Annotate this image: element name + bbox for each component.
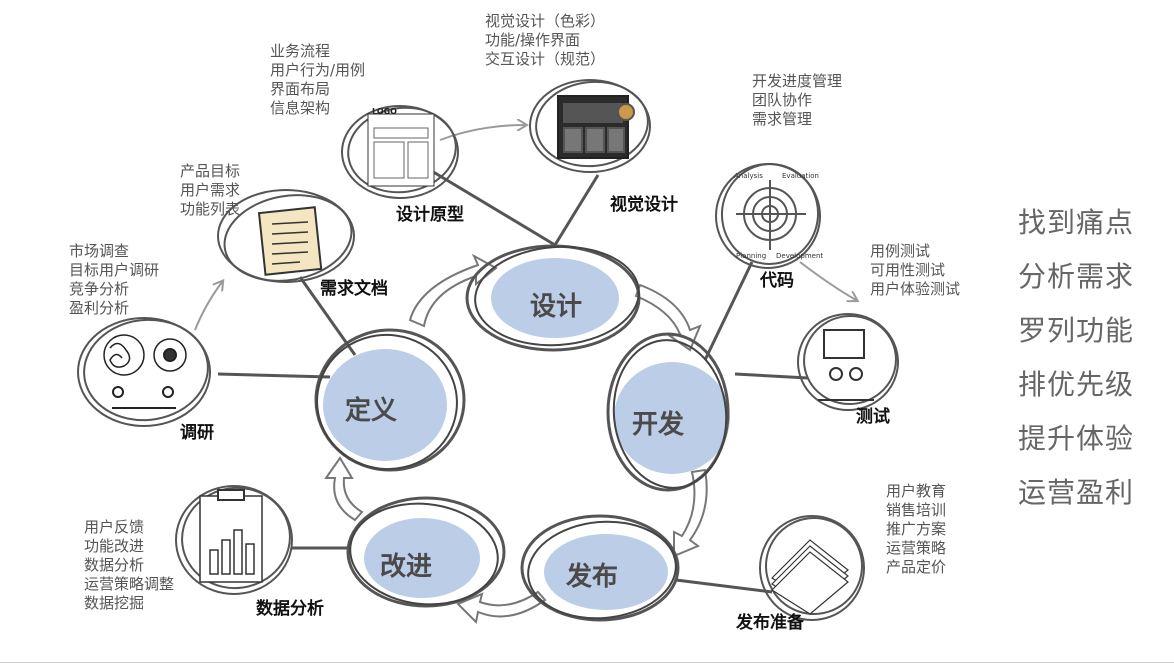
goal-item: 找到痛点 (1018, 206, 1135, 239)
goal-item: 排优先级 (1018, 368, 1135, 401)
node-title-testing: 测试 (856, 407, 890, 427)
research-item: 盈利分析 (69, 299, 130, 317)
stage-label-define: 定义 (345, 396, 398, 426)
stage-circles (314, 244, 730, 622)
cycle-arrows (324, 253, 708, 625)
prototype-logo-text: LOGO (372, 107, 397, 116)
stage-circle-define (314, 328, 466, 472)
bottom-divider (0, 662, 1174, 663)
arrow-design-to-develop (634, 283, 702, 352)
prototype-item: 界面布局 (270, 80, 331, 98)
connector-develop-testing (734, 372, 809, 380)
prototype-item: 信息架构 (270, 99, 331, 117)
arrow-define-to-design (408, 253, 498, 328)
code-cycle-label: Analysis (734, 172, 763, 180)
data-analysis-item: 运营策略调整 (84, 575, 175, 593)
connector-release-prep (675, 578, 773, 594)
stage-circle-improve (346, 496, 506, 608)
goal-item: 罗列功能 (1018, 314, 1135, 347)
visual-item: 交互设计（规范） (485, 50, 606, 68)
code-item: 开发进度管理 (752, 72, 843, 90)
node-arrows (194, 125, 856, 331)
connector-design-visual (553, 174, 600, 246)
visual-item: 视觉设计（色彩） (485, 12, 606, 30)
node-title-visual: 视觉设计 (610, 195, 678, 215)
code-cycle-label: Development (776, 252, 823, 260)
data-analysis-items: 用户反馈 功能改进 数据分析 运营策略调整 数据挖掘 (84, 518, 174, 613)
connector-develop-code (703, 261, 754, 361)
visual-item: 功能/操作界面 (485, 31, 581, 49)
research-item: 市场调查 (69, 242, 130, 260)
node-circle-data-analysis (175, 485, 293, 595)
prototype-item: 用户行为/用例 (270, 61, 366, 79)
node-title-data-analysis: 数据分析 (256, 599, 324, 619)
node-circle-release-prep (759, 515, 865, 621)
testing-item: 用户体验测试 (870, 280, 961, 298)
stage-label-develop: 开发 (632, 410, 685, 440)
release-prep-item: 产品定价 (886, 558, 947, 576)
release-prep-items: 用户教育 销售培训 推广方案 运营策略 产品定价 (886, 482, 946, 577)
requirements-item: 功能列表 (180, 200, 241, 218)
testing-item: 用例测试 (870, 242, 931, 260)
stage-circle-develop (606, 332, 730, 492)
stage-circle-release (520, 514, 680, 622)
code-cycle-label: Planning (736, 252, 766, 260)
connector-define-research (217, 372, 331, 379)
requirements-item: 用户需求 (180, 181, 241, 199)
release-prep-item: 推广方案 (886, 520, 947, 538)
release-prep-item: 用户教育 (886, 482, 947, 500)
node-circle-requirements (217, 189, 355, 283)
arrow-code-to-testing (799, 261, 856, 300)
node-circle-prototype (341, 105, 459, 199)
requirements-items: 产品目标 用户需求 功能列表 (180, 162, 240, 219)
stage-label-release: 发布 (566, 562, 619, 592)
release-prep-item: 运营策略 (886, 539, 947, 557)
node-title-release-prep: 发布准备 (736, 613, 804, 633)
node-title-requirements: 需求文档 (320, 279, 388, 299)
requirements-item: 产品目标 (180, 162, 241, 180)
stage-circle-design (465, 244, 641, 352)
arrow-research-to-requirements (194, 282, 222, 331)
node-circle-research (77, 317, 211, 427)
visual-items: 视觉设计（色彩） 功能/操作界面 交互设计（规范） (485, 12, 605, 69)
data-analysis-item: 用户反馈 (84, 518, 145, 536)
code-item: 需求管理 (752, 110, 813, 128)
arrow-improve-to-define (324, 456, 364, 522)
node-title-research: 调研 (180, 423, 214, 443)
connector-lines (217, 168, 809, 594)
stage-label-improve: 改进 (380, 552, 433, 582)
code-item: 团队协作 (752, 91, 813, 109)
data-analysis-item: 数据挖掘 (84, 594, 145, 612)
code-items: 开发进度管理 团队协作 需求管理 (752, 72, 842, 129)
node-title-prototype: 设计原型 (396, 205, 464, 225)
arrow-release-to-improve (456, 590, 547, 625)
node-circle-code (715, 163, 821, 269)
node-circle-testing (797, 313, 899, 411)
code-cycle-labels: Analysis Evaluation Planning Development (734, 172, 823, 260)
research-items: 市场调查 目标用户调研 竞争分析 盈利分析 (69, 242, 159, 318)
testing-item: 可用性测试 (870, 261, 946, 279)
stage-label-design: 设计 (530, 292, 583, 322)
connector-design-prototype (429, 168, 556, 247)
data-analysis-item: 功能改进 (84, 537, 145, 555)
testing-items: 用例测试 可用性测试 用户体验测试 (870, 242, 960, 299)
prototype-item: 业务流程 (270, 42, 331, 60)
research-item: 竞争分析 (69, 280, 130, 298)
release-prep-item: 销售培训 (886, 501, 947, 519)
node-circle-visual (529, 79, 651, 173)
goal-item: 提升体验 (1018, 422, 1135, 455)
prototype-items: 业务流程 用户行为/用例 界面布局 信息架构 (270, 42, 365, 118)
arrow-develop-to-release (673, 468, 708, 558)
arrow-prototype-to-visual (439, 125, 525, 141)
node-circles (77, 79, 899, 621)
research-item: 目标用户调研 (69, 261, 160, 279)
goals-list: 找到痛点 分析需求 罗列功能 排优先级 提升体验 运营盈利 (1018, 196, 1158, 520)
data-analysis-item: 数据分析 (84, 556, 145, 574)
goal-item: 分析需求 (1018, 260, 1135, 293)
goal-item: 运营盈利 (1018, 476, 1135, 509)
node-title-code: 代码 (760, 271, 794, 291)
code-cycle-label: Evaluation (782, 172, 819, 180)
